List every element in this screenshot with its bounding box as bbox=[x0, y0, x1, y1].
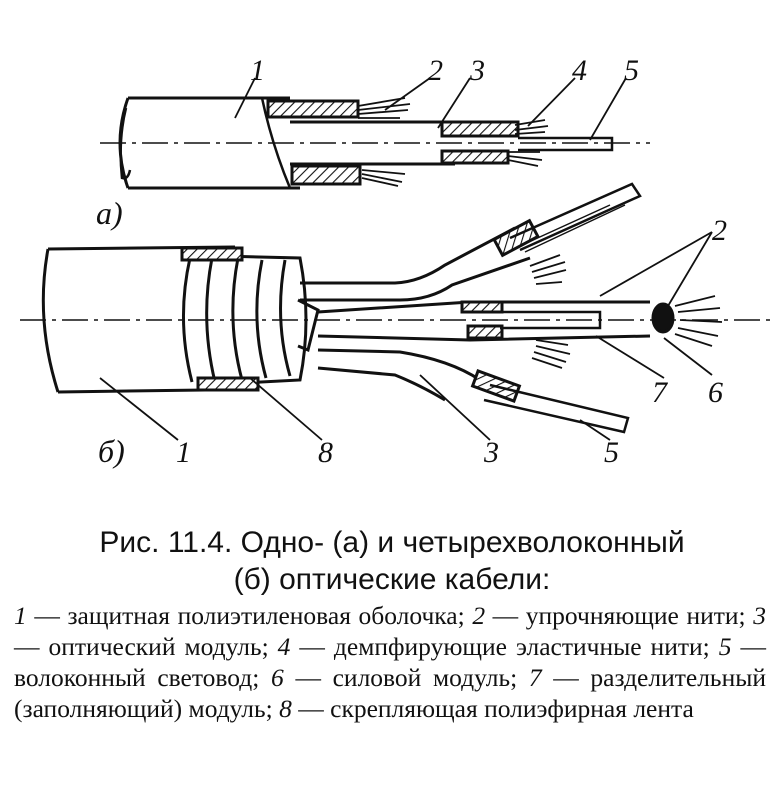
diagram-a bbox=[100, 77, 650, 190]
part-label-a: a) bbox=[96, 195, 123, 231]
yarn-upper-b bbox=[529, 254, 567, 285]
label-a-1: 1 bbox=[250, 54, 265, 87]
module-middle-hatch-top bbox=[460, 300, 504, 314]
label-b-5: 5 bbox=[604, 436, 619, 469]
caption-line-1: Рис. 11.4. Одно- (а) и четырехволоконный bbox=[99, 526, 685, 559]
tube-hatch-top-a bbox=[440, 120, 520, 138]
caption-line-2: (б) оптические кабели: bbox=[233, 563, 551, 596]
label-b-3: 3 bbox=[483, 436, 499, 469]
strength-module-6 bbox=[651, 302, 675, 334]
label-b-2: 2 bbox=[712, 214, 727, 247]
label-a-4: 4 bbox=[572, 54, 587, 87]
yarn-2-a bbox=[357, 97, 411, 187]
sheath-hatch-bottom-a bbox=[290, 164, 362, 186]
label-b-7: 7 bbox=[652, 376, 669, 409]
label-b-8: 8 bbox=[318, 436, 333, 469]
figure-legend: 1 — защитная полиэтиленовая оболочка; 2 … bbox=[14, 600, 766, 724]
legend-item: 4 — демпфирующие эластичные нити; bbox=[277, 632, 719, 661]
label-b-1: 1 bbox=[176, 436, 191, 469]
module-lower-b bbox=[317, 348, 481, 402]
tube-hatch-bottom-a bbox=[440, 149, 510, 165]
legend-item: 6 — силовой модуль; bbox=[271, 663, 529, 692]
cable-figure: 1 2 3 4 5 a) bbox=[20, 54, 770, 469]
label-b-6: 6 bbox=[708, 376, 723, 409]
label-a-5: 5 bbox=[624, 54, 639, 87]
module-3-a bbox=[290, 120, 455, 166]
legend-item: 5 — волоконный световод; bbox=[14, 632, 766, 692]
fiber-lower-b bbox=[483, 383, 630, 434]
part-label-b: б) bbox=[98, 433, 125, 469]
yarn-4-a bbox=[507, 119, 549, 167]
fiber-upper-b bbox=[509, 182, 642, 252]
figure-caption: Рис. 11.4. Одно- (а) и четырехволоконный… bbox=[0, 524, 784, 598]
yarn-lower-b bbox=[531, 339, 571, 369]
yarn-6-b bbox=[674, 295, 723, 347]
fiber-5-a bbox=[518, 136, 614, 152]
tape-8-b bbox=[181, 253, 308, 387]
legend-item: 3 — оптический модуль; bbox=[14, 601, 766, 661]
labels-b: 2 6 7 1 8 3 5 б) bbox=[98, 214, 727, 469]
labels-a: 1 2 3 4 5 a) bbox=[96, 54, 639, 231]
module-upper-b bbox=[300, 226, 531, 302]
sheath-hatch-top-a bbox=[266, 99, 360, 119]
legend-item: 1 — защитная полиэтиленовая оболочка; bbox=[14, 601, 473, 630]
module-upper-hatch bbox=[492, 218, 540, 258]
label-a-3: 3 bbox=[469, 54, 485, 87]
legend-item: 7 — разделительный (заполняющий) модуль; bbox=[14, 663, 766, 723]
fiber-middle-b bbox=[500, 310, 602, 330]
module-middle-hatch-bottom bbox=[466, 324, 504, 340]
tape-hatch-bottom-b bbox=[196, 376, 260, 392]
tape-hatch-top-b bbox=[180, 246, 244, 262]
legend-item: 2 — упрочняющие нити; bbox=[472, 601, 754, 630]
diagram-b bbox=[20, 182, 770, 441]
legend-item: 8 — скрепляющая полиэфирная лента bbox=[279, 694, 694, 723]
label-a-2: 2 bbox=[428, 54, 443, 87]
